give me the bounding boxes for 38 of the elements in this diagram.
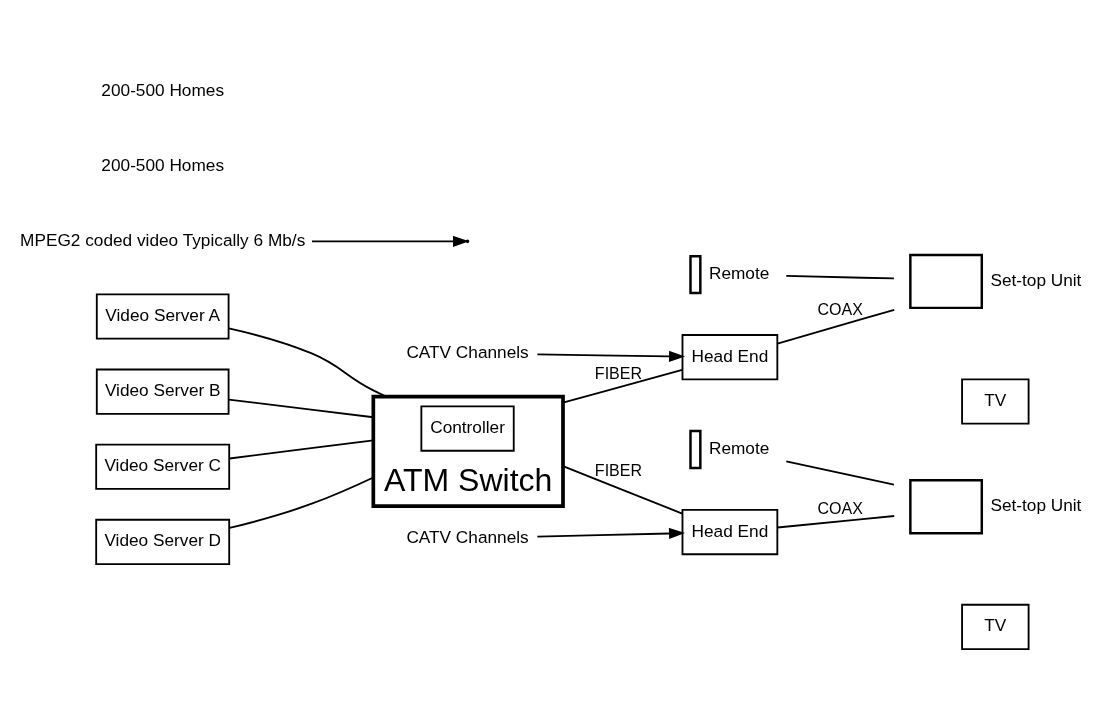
node-box [909,478,984,534]
node-text: CATV Channels [406,341,529,362]
node-box: Head End [681,333,779,380]
connector [776,308,896,345]
node-box: Video Server B [95,368,230,415]
edge-label: COAX [817,499,863,517]
label: 200-500 Homes [101,79,225,100]
node-bar [689,429,702,469]
arrow [536,350,686,362]
node-text: MPEG2 coded video Typically 6 Mb/s [20,229,306,250]
connector [776,514,896,528]
connector [228,438,375,459]
node-label: Set-top Unit [990,269,1082,290]
edge-label: COAX [817,300,863,318]
node-box: Controller [420,405,515,452]
node-bar [689,254,702,294]
node-box: Video Server A [95,292,230,340]
connector [785,274,895,279]
connector [785,460,895,486]
node-box [909,253,984,309]
label: 200-500 Homes [101,154,225,175]
node-text: CATV Channels [406,526,529,547]
connector [562,464,684,514]
node-box: Video Server D [95,518,231,565]
node-label: Remote [708,437,770,458]
node-box: TV [961,603,1030,650]
connector [562,368,684,404]
node-box: TV [961,377,1030,425]
node-label: Remote [708,262,770,283]
edge-label: FIBER [594,364,642,382]
arrow [536,527,686,539]
connector [228,326,388,397]
node-label: Set-top Unit [990,494,1082,515]
connector [228,476,375,529]
node-box: Head End [681,508,779,555]
connector [227,398,375,418]
edge-label: FIBER [594,461,642,479]
node-box: Video Server C [95,443,231,490]
